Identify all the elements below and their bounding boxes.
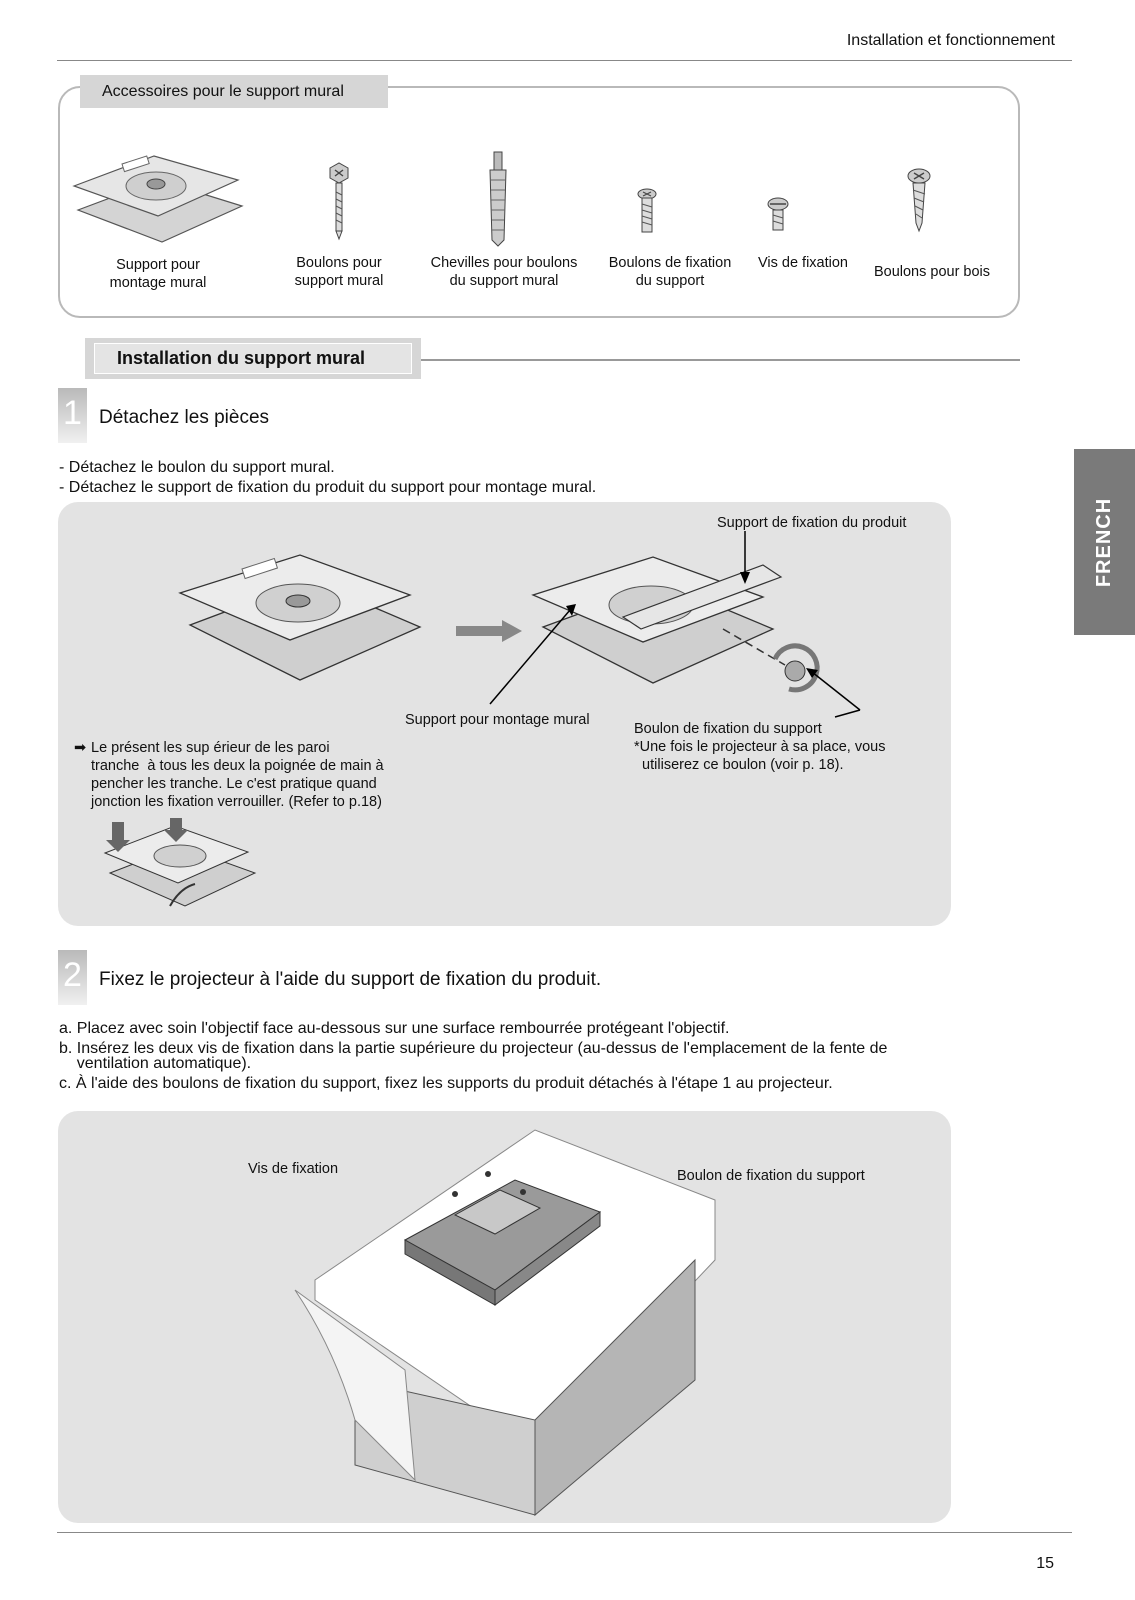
language-tab-label: FRENCH bbox=[1093, 497, 1115, 587]
note-arrow-icon: ➡ bbox=[74, 740, 87, 756]
accessory-label: Vis de fixation bbox=[757, 255, 848, 271]
step-1-line: - Détachez le boulon du support mural. bbox=[59, 459, 335, 476]
wall-mount-bracket-icon bbox=[72, 155, 244, 243]
step-2-number: 2 bbox=[58, 950, 87, 1005]
wood-screw-icon bbox=[907, 168, 931, 233]
callout-fixing-bolt: Boulon de fixation du support bbox=[677, 1168, 865, 1184]
running-header: Installation et fonctionnement bbox=[846, 32, 1055, 49]
accessories-title: Accessoires pour le support mural bbox=[80, 75, 388, 108]
right-arrow-icon bbox=[456, 620, 522, 642]
step-2-line-c: c. À l'aide des boulons de fixation du s… bbox=[59, 1075, 833, 1092]
accessory-label: Support pour montage mural bbox=[109, 257, 207, 291]
step-1-line: - Détachez le support de fixation du pro… bbox=[59, 479, 597, 496]
step-1-note: Le présent les sup érieur de les paroi t… bbox=[91, 740, 384, 810]
callout-wall-bracket: Support pour montage mural bbox=[405, 712, 590, 728]
fixing-screw-icon bbox=[767, 197, 789, 231]
page-number: 15 bbox=[1036, 1555, 1054, 1572]
section-rule bbox=[85, 359, 1020, 361]
step-1-number: 1 bbox=[58, 388, 87, 443]
step-2-line-b: b. Insérez les deux vis de fixation dans… bbox=[59, 1040, 888, 1057]
wall-mount-bracket-figure bbox=[178, 554, 422, 681]
accessory-label: Chevilles pour boulons du support mural bbox=[430, 255, 578, 289]
wall-anchor-icon bbox=[489, 151, 507, 247]
step-1-title: Détachez les pièces bbox=[99, 407, 270, 428]
language-tab-label-wrap: FRENCH bbox=[1074, 449, 1135, 635]
accessory-label: Boulons pour bois bbox=[873, 264, 991, 280]
detached-bracket-figure bbox=[531, 556, 820, 693]
language-tab bbox=[1074, 449, 1135, 635]
section-title-box: Installation du support mural bbox=[85, 338, 421, 379]
accessories-box bbox=[58, 86, 1020, 318]
fixing-bolt-icon bbox=[637, 188, 657, 233]
projector-on-table-figure bbox=[294, 1129, 716, 1517]
step-2-line-b2: ventilation automatique). bbox=[59, 1055, 252, 1072]
callout-bolt-note: *Une fois le projecteur à sa place, vous… bbox=[634, 739, 886, 773]
accessory-label: Boulons pour support mural bbox=[294, 255, 384, 289]
footer-rule bbox=[57, 1532, 1072, 1533]
callout-bracket-bolt: Boulon de fixation du support bbox=[634, 721, 822, 737]
wall-bolt-icon bbox=[329, 162, 349, 241]
accessory-label: Boulons de fixation du support bbox=[608, 255, 732, 289]
section-title: Installation du support mural bbox=[94, 343, 412, 374]
callout-product-bracket: Support de fixation du produit bbox=[717, 515, 907, 531]
callout-fixing-screw: Vis de fixation bbox=[248, 1161, 339, 1177]
step-2-line-a: a. Placez avec soin l'objectif face au-d… bbox=[59, 1020, 730, 1037]
header-rule bbox=[57, 60, 1072, 61]
slide-lock-figure bbox=[103, 818, 257, 907]
step-2-title: Fixez le projecteur à l'aide du support … bbox=[99, 969, 602, 990]
